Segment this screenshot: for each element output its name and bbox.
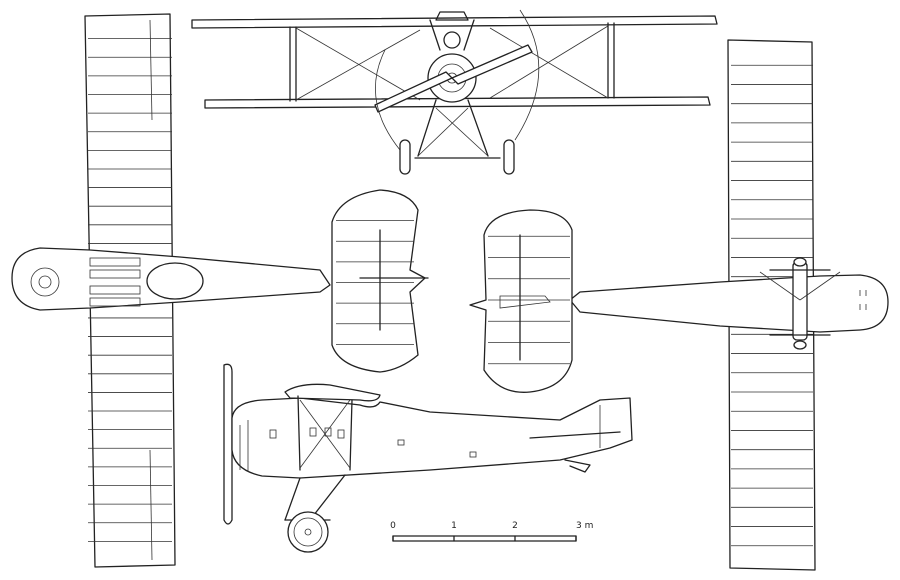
plan-view-bottom (469, 39, 889, 571)
front-landing-gear (399, 99, 515, 175)
scale-label-1: 1 (451, 521, 457, 531)
front-view (191, 9, 718, 175)
side-view (223, 363, 633, 553)
plan-top-cockpit (146, 262, 204, 300)
plan-top-tailplane-ribs (336, 220, 414, 345)
front-struts (289, 22, 615, 102)
front-propeller (451, 44, 533, 85)
scale-label-3: 3 m (576, 521, 593, 531)
front-wheel-right (503, 139, 515, 175)
plan-bottom-landing-gear (759, 257, 841, 350)
side-access-panels (269, 427, 477, 458)
side-propeller (223, 363, 233, 525)
plan-bottom-tailplane-ribs (488, 235, 570, 365)
front-lower-wing (204, 96, 711, 109)
plan-top-engine (30, 257, 141, 307)
side-fuselage (231, 397, 633, 479)
plan-bottom-engine-vents (859, 290, 867, 310)
plan-bottom-fuselage (569, 274, 889, 333)
scale-label-0: 0 (390, 521, 396, 531)
scale-label-2: 2 (512, 521, 518, 531)
scale-bar-rule (392, 535, 577, 542)
side-upper-wing (284, 383, 381, 402)
side-engine-louvers (239, 420, 249, 472)
front-upper-wing (191, 15, 718, 29)
scale-bar: 0 1 2 3 m (390, 521, 593, 542)
side-landing-gear (284, 474, 346, 553)
plan-bottom-tailplane (469, 209, 573, 393)
front-wheel-left (399, 139, 411, 175)
scale-bar-ticks: 0 1 2 3 m (390, 521, 593, 531)
plan-view-top (11, 13, 429, 568)
